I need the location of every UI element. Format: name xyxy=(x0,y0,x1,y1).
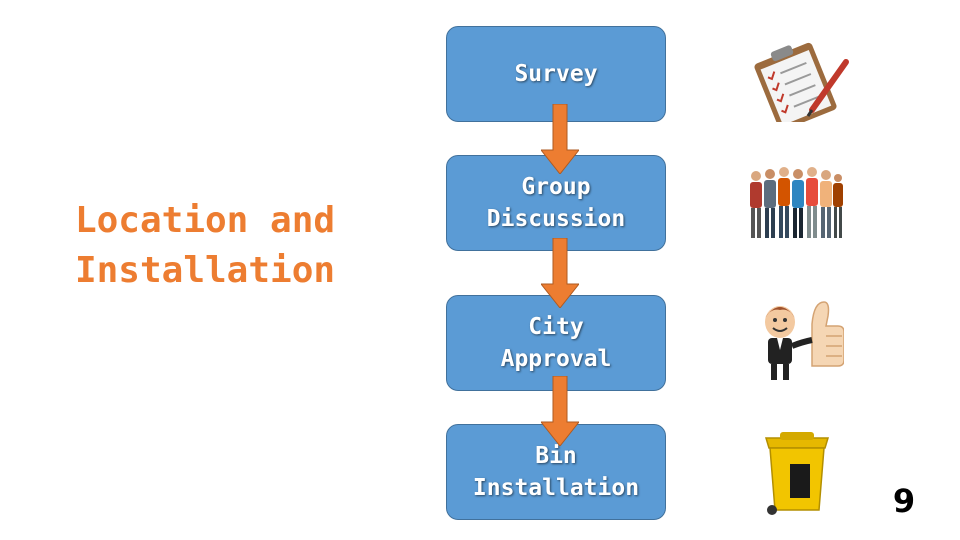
flow-arrow-3 xyxy=(541,376,579,446)
step-city-approval: City Approval xyxy=(446,295,666,391)
thumbs-up-man-icon xyxy=(765,301,844,380)
group-of-people-icon xyxy=(750,167,843,238)
slide-title: Location and Installation xyxy=(74,200,336,291)
page-number: 9 xyxy=(892,482,916,520)
flow-arrow-1 xyxy=(541,104,579,174)
clipboard-checklist-icon xyxy=(754,42,849,122)
flow-arrow-2 xyxy=(541,238,579,308)
trash-bin-icon xyxy=(764,432,830,515)
